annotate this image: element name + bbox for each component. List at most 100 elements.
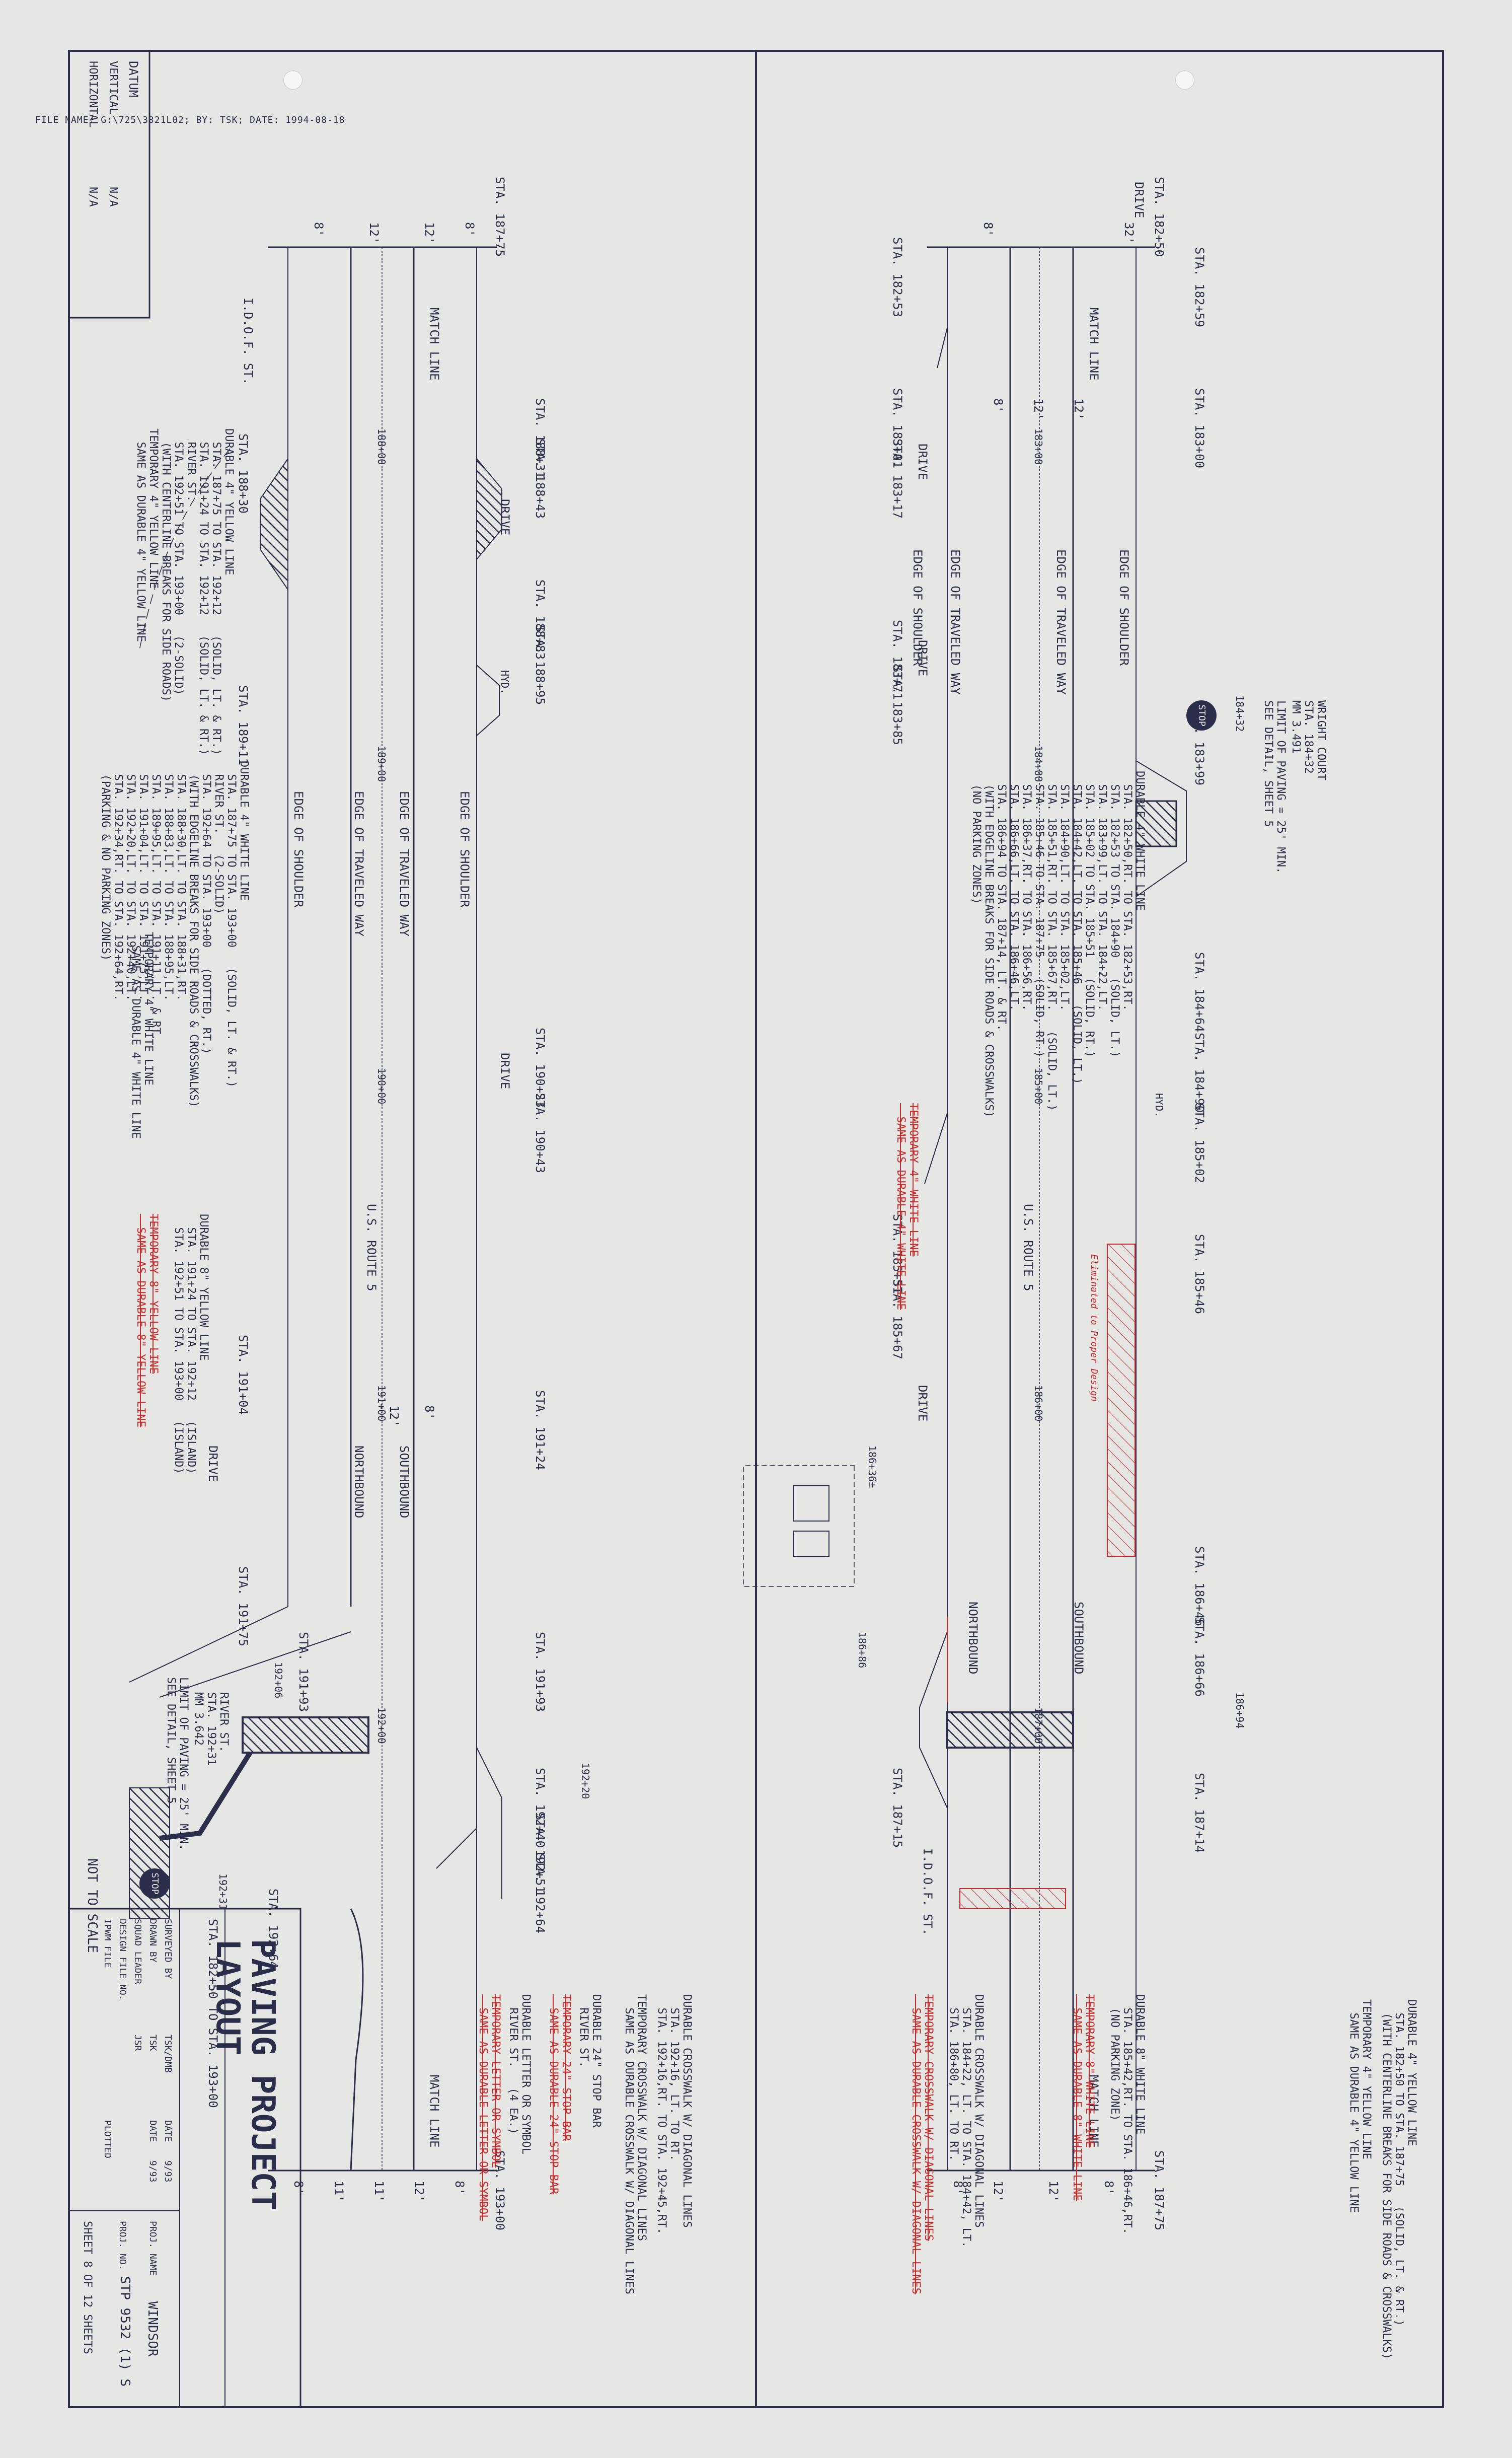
sign-station: 184+32 bbox=[1234, 695, 1246, 732]
upper-station-label: STA. 185+46 bbox=[1192, 1234, 1206, 1314]
rotated-sheet-content: STA. 182+50 STA. 187+75 MATCH LINE MATCH… bbox=[64, 46, 1448, 2412]
design-file-label: DESIGN FILE NO. bbox=[117, 1919, 128, 2001]
lower-match-line-end: MATCH LINE bbox=[427, 2075, 441, 2148]
note-durable-8-yellow: DURABLE 8" YELLOW LINE STA. 191+24 TO ST… bbox=[172, 1214, 210, 1474]
lower-sta-start: STA. 187+75 bbox=[493, 177, 507, 257]
crosswalk-186-80 bbox=[946, 1711, 1074, 1749]
date-2: 9/93 bbox=[147, 2160, 158, 2183]
date-label: DATE bbox=[147, 2120, 158, 2142]
limit-of-paving-label: LIMIT OF PAVING = 25' MIN. SEE DETAIL, S… bbox=[165, 1677, 190, 1851]
proj-no-label: PROJ. NO. bbox=[117, 2221, 128, 2270]
upper-road bbox=[743, 246, 1187, 2172]
sign-station: 192+06 bbox=[272, 1662, 284, 1699]
crosswalk-192-16 bbox=[242, 1716, 369, 1754]
note-temp-4-yellow: TEMPORARY 4" YELLOW LINE SAME AS DURABLE… bbox=[1347, 1999, 1373, 2213]
hydrant-label: HYD. bbox=[499, 670, 511, 695]
road-station: 190+00 bbox=[375, 1068, 388, 1105]
southbound-label: SOUTHBOUND bbox=[1072, 1602, 1086, 1675]
crosswalk-river-st bbox=[159, 1751, 253, 1841]
sign-station: 192+20 bbox=[579, 1763, 591, 1799]
idof-st-label: I.D.O.F. ST. bbox=[921, 1848, 935, 1936]
crosswalk-wright-court bbox=[1135, 800, 1177, 847]
width-dim: 8' bbox=[452, 2181, 467, 2195]
lower-station-label: STA. 192+64 bbox=[533, 1853, 547, 1933]
sign-station: 186+36± bbox=[866, 1445, 878, 1488]
width-dim: 32' bbox=[1122, 222, 1136, 244]
drawn-by-label: DRAWN BY bbox=[147, 1919, 158, 1963]
datum-frame bbox=[68, 50, 150, 319]
hydrant-label: HYD. bbox=[1153, 1093, 1165, 1118]
road-station: 183+00 bbox=[1032, 428, 1044, 465]
ipwm-file-label: IPWM FILE bbox=[102, 1919, 113, 1968]
drive-label: DRIVE bbox=[916, 444, 930, 480]
road-station: 191+00 bbox=[375, 1385, 388, 1422]
sign-station: 186+86 bbox=[856, 1632, 868, 1669]
island bbox=[350, 1908, 364, 2171]
sheet-number: SHEET 8 OF 12 SHEETS bbox=[81, 2221, 94, 2354]
note-durable-4-yellow: DURABLE 4" YELLOW LINE STA. 182+50 TO ST… bbox=[1380, 1999, 1418, 2360]
route-label: U.S. ROUTE 5 bbox=[364, 1204, 379, 1291]
width-dim: 11' bbox=[332, 2181, 346, 2203]
station-range: STA. 182+50 TO STA. 193+00 bbox=[206, 1919, 220, 2108]
upper-station-label-lt: STA. 183+85 bbox=[890, 665, 904, 745]
width-dim: 12' bbox=[1031, 398, 1045, 420]
lower-station-label-lt: STA. 188+30 bbox=[236, 433, 250, 514]
no-parking-zone-hatch bbox=[1107, 1244, 1136, 1557]
surveyed-by-label: SURVEYED BY bbox=[163, 1919, 173, 1979]
upper-sta-end: STA. 187+75 bbox=[1152, 2150, 1166, 2230]
note-durable-4-white: DURABLE 4" WHITE LINE STA. 187+75 TO STA… bbox=[99, 761, 250, 1108]
note-temp-4-white: TEMPORARY 4" WHITE LINE SAME AS DURABLE … bbox=[894, 1103, 920, 1310]
northbound-label: NORTHBOUND bbox=[352, 1445, 366, 1519]
width-dim: 8' bbox=[422, 1405, 436, 1420]
note-temp-4-yellow: TEMPORARY 4" YELLOW LINE SAME AS DURABLE… bbox=[134, 428, 160, 642]
handwritten-note: Eliminated to Proper Design bbox=[1089, 1254, 1099, 1402]
edge-of-shoulder-label: EDGE OF SHOULDER bbox=[1117, 549, 1131, 666]
width-dim: 11' bbox=[372, 2181, 386, 2203]
upper-station-label: STA. 182+59 bbox=[1192, 247, 1206, 327]
width-dim: 12' bbox=[367, 222, 381, 244]
wright-court-label: WRIGHT COURT STA. 184+32 MM 3.491 bbox=[1290, 700, 1327, 780]
surveyed-by-value: TSK/DMB bbox=[163, 2035, 173, 2073]
edge-of-traveled-way-label: EDGE OF TRAVELED WAY bbox=[352, 791, 366, 936]
lower-station-label-lt: STA. 191+04 bbox=[236, 1335, 250, 1415]
squad-leader-label: SQUAD LEADER bbox=[132, 1919, 143, 1985]
drawn-by-value: TSK bbox=[147, 2035, 158, 2051]
stop-sign-icon: STOP bbox=[1186, 700, 1217, 731]
stop-sign-icon: STOP bbox=[139, 1868, 170, 1899]
drive-label: DRIVE bbox=[498, 499, 512, 536]
note-temp-crosswalk: TEMPORARY CROSSWALK W/ DIAGONAL LINES SA… bbox=[623, 1994, 648, 2295]
not-to-scale: NOT TO SCALE bbox=[85, 1858, 100, 1953]
datum-title: DATUM bbox=[126, 61, 140, 98]
width-dim: 8' bbox=[991, 398, 1005, 413]
note-temp-stop-bar: TEMPORARY 24" STOP BAR SAME AS DURABLE 2… bbox=[547, 1994, 572, 2195]
drive-label: DRIVE bbox=[916, 1385, 930, 1422]
edge-of-traveled-way-label: EDGE OF TRAVELED WAY bbox=[397, 791, 411, 936]
road-station: 186+00 bbox=[1032, 1385, 1044, 1422]
edge-of-shoulder-label: EDGE OF SHOULDER bbox=[458, 791, 472, 908]
sign-station: 186+94 bbox=[1234, 1692, 1246, 1729]
edge-of-traveled-way-label: EDGE OF TRAVELED WAY bbox=[1054, 549, 1068, 695]
drive-label: DRIVE bbox=[498, 1053, 512, 1090]
note-durable-letter: DURABLE LETTER OR SYMBOL RIVER ST. (4 EA… bbox=[507, 1994, 532, 2154]
note-temp-4-white: TEMPORARY 4" WHITE LINE SAME AS DURABLE … bbox=[129, 932, 155, 1139]
note-temp-letter: TEMPORARY LETTER OR SYMBOL SAME AS DURAB… bbox=[477, 1994, 502, 2221]
note-durable-8-white: DURABLE 8" WHITE LINE STA. 185+42,RT. TO… bbox=[1108, 1994, 1146, 2234]
edge-of-traveled-way-label: EDGE OF TRAVELED WAY bbox=[948, 549, 962, 695]
upper-station-label: STA. 185+02 bbox=[1192, 1103, 1206, 1183]
width-dim: 8' bbox=[981, 222, 995, 237]
drive-label: DRIVE bbox=[1132, 182, 1146, 219]
datum-vertical-value: N/A bbox=[107, 187, 119, 207]
road-station: 188+00 bbox=[375, 428, 388, 465]
note-durable-4-white: DURABLE 4" WHITE LINE STA. 182+50,RT. TO… bbox=[970, 771, 1146, 1118]
upper-station-label: STA. 186+46 bbox=[1192, 1546, 1206, 1626]
stop-bar-river-st bbox=[129, 1787, 170, 1919]
width-dim: 8' bbox=[463, 222, 477, 237]
road-station: 192+00 bbox=[375, 1707, 388, 1744]
title-block-frame bbox=[68, 1908, 301, 2408]
lower-station-label: STA. 191+24 bbox=[533, 1390, 547, 1470]
note-durable-crosswalk: DURABLE CROSSWALK W/ DIAGONAL LINES STA.… bbox=[947, 1994, 985, 2248]
width-dim: 12' bbox=[387, 1405, 401, 1427]
width-dim: 12' bbox=[991, 2181, 1005, 2203]
upper-match-line: MATCH LINE bbox=[1087, 308, 1101, 381]
